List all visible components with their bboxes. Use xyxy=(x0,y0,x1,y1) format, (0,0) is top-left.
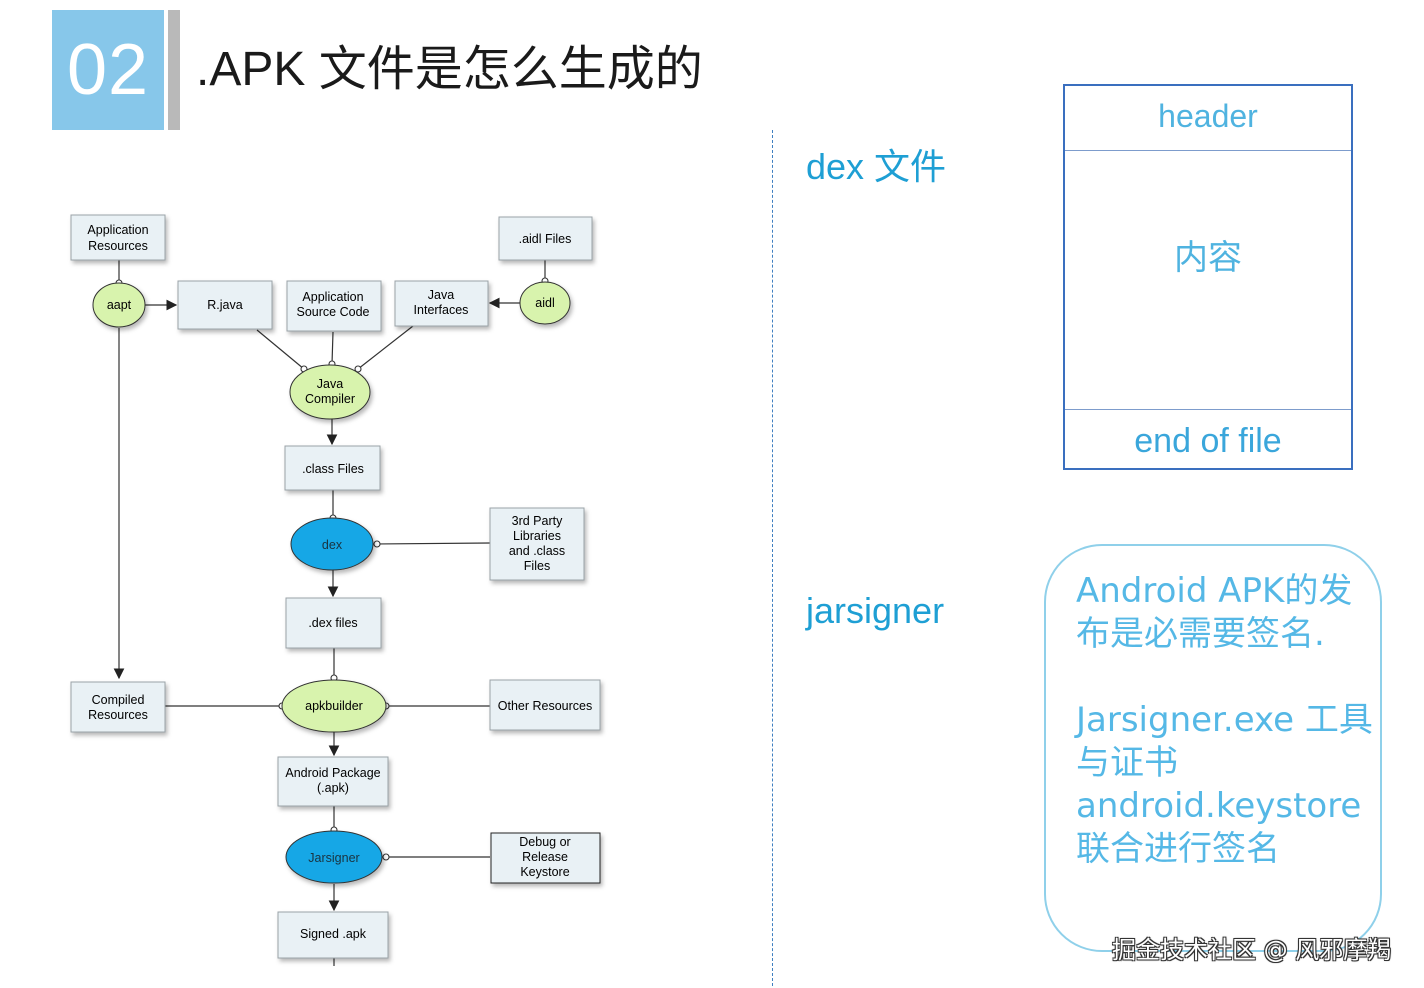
dex-structure-box: header 内容 end of file xyxy=(1063,84,1353,470)
node-debug-release-keystore: Debug or Release Keystore xyxy=(490,832,601,884)
svg-text:Libraries: Libraries xyxy=(513,529,561,543)
svg-text:Application: Application xyxy=(302,290,363,304)
svg-text:Debug or: Debug or xyxy=(519,835,570,849)
node-signed-apk: Signed .apk xyxy=(277,911,389,959)
svg-text:and .class: and .class xyxy=(509,544,565,558)
svg-text:aapt: aapt xyxy=(107,298,132,312)
node-android-package: Android Package (.apk) xyxy=(277,756,389,807)
apk-build-flow-diagram: Application Resources .aidl Files R.java… xyxy=(70,214,601,966)
jarsigner-label: jarsigner xyxy=(806,590,945,631)
process-jarsigner: Jarsigner xyxy=(285,830,383,884)
badge-accent-bar xyxy=(168,10,180,130)
node-aidl-files: .aidl Files xyxy=(498,216,593,261)
svg-text:Java: Java xyxy=(317,377,343,391)
diagram-connectors xyxy=(113,260,546,966)
svg-text:aidl: aidl xyxy=(535,296,554,310)
svg-text:dex: dex xyxy=(322,538,343,552)
process-aidl: aidl xyxy=(519,281,571,325)
slide-title: .APK 文件是怎么生成的 xyxy=(196,43,703,96)
watermark: 掘金技术社区 @ 风邪摩羯 xyxy=(1112,936,1392,964)
svg-text:Signed .apk: Signed .apk xyxy=(300,927,367,941)
svg-text:Java: Java xyxy=(428,288,454,302)
node-java-interfaces: Java Interfaces xyxy=(394,280,489,327)
dex-header-section: header xyxy=(1158,98,1258,134)
svg-text:(.apk): (.apk) xyxy=(317,781,349,795)
svg-text:Resources: Resources xyxy=(88,708,148,722)
svg-text:apkbuilder: apkbuilder xyxy=(305,699,363,713)
vertical-divider xyxy=(772,130,773,986)
signing-note-box xyxy=(1044,544,1382,952)
dex-end-of-file-section: end of file xyxy=(1134,422,1282,460)
svg-text:Files: Files xyxy=(524,559,550,573)
svg-text:Release: Release xyxy=(522,850,568,864)
svg-text:.aidl Files: .aidl Files xyxy=(519,232,572,246)
dex-file-label: dex 文件 xyxy=(806,146,947,187)
svg-text:R.java: R.java xyxy=(207,298,242,312)
svg-text:Resources: Resources xyxy=(88,239,148,253)
header-separator xyxy=(1065,150,1351,151)
svg-text:Keystore: Keystore xyxy=(520,865,569,879)
process-java-compiler: Java Compiler xyxy=(289,364,371,420)
node-application-resources: Application Resources xyxy=(70,214,166,261)
svg-text:Other Resources: Other Resources xyxy=(498,699,592,713)
svg-text:3rd Party: 3rd Party xyxy=(512,514,563,528)
svg-text:Jarsigner: Jarsigner xyxy=(308,851,359,865)
process-apkbuilder: apkbuilder xyxy=(281,679,387,733)
svg-text:Source Code: Source Code xyxy=(297,305,370,319)
section-number-badge: 02 xyxy=(52,10,164,130)
node-third-party-libraries: 3rd Party Libraries and .class Files xyxy=(489,507,585,581)
svg-text:Application: Application xyxy=(87,223,148,237)
dex-content-section: 内容 xyxy=(1174,239,1242,277)
process-aapt: aapt xyxy=(92,282,146,328)
svg-text:.dex files: .dex files xyxy=(308,616,357,630)
footer-separator xyxy=(1065,409,1351,410)
node-application-source-code: Application Source Code xyxy=(286,280,382,332)
svg-text:Interfaces: Interfaces xyxy=(414,303,469,317)
svg-text:Compiled: Compiled xyxy=(92,693,145,707)
node-r-java: R.java xyxy=(177,280,273,330)
node-other-resources: Other Resources xyxy=(489,679,601,731)
node-class-files: .class Files xyxy=(284,445,381,491)
node-dex-files: .dex files xyxy=(285,597,382,649)
svg-text:Compiler: Compiler xyxy=(305,392,355,406)
process-dex: dex xyxy=(290,517,374,571)
node-compiled-resources: Compiled Resources xyxy=(70,681,166,733)
svg-text:Android Package: Android Package xyxy=(285,766,380,780)
signing-note-text: Android APK的发布是必需要签名. Jarsigner.exe 工具与证… xyxy=(1076,571,1373,869)
svg-text:.class Files: .class Files xyxy=(302,462,364,476)
